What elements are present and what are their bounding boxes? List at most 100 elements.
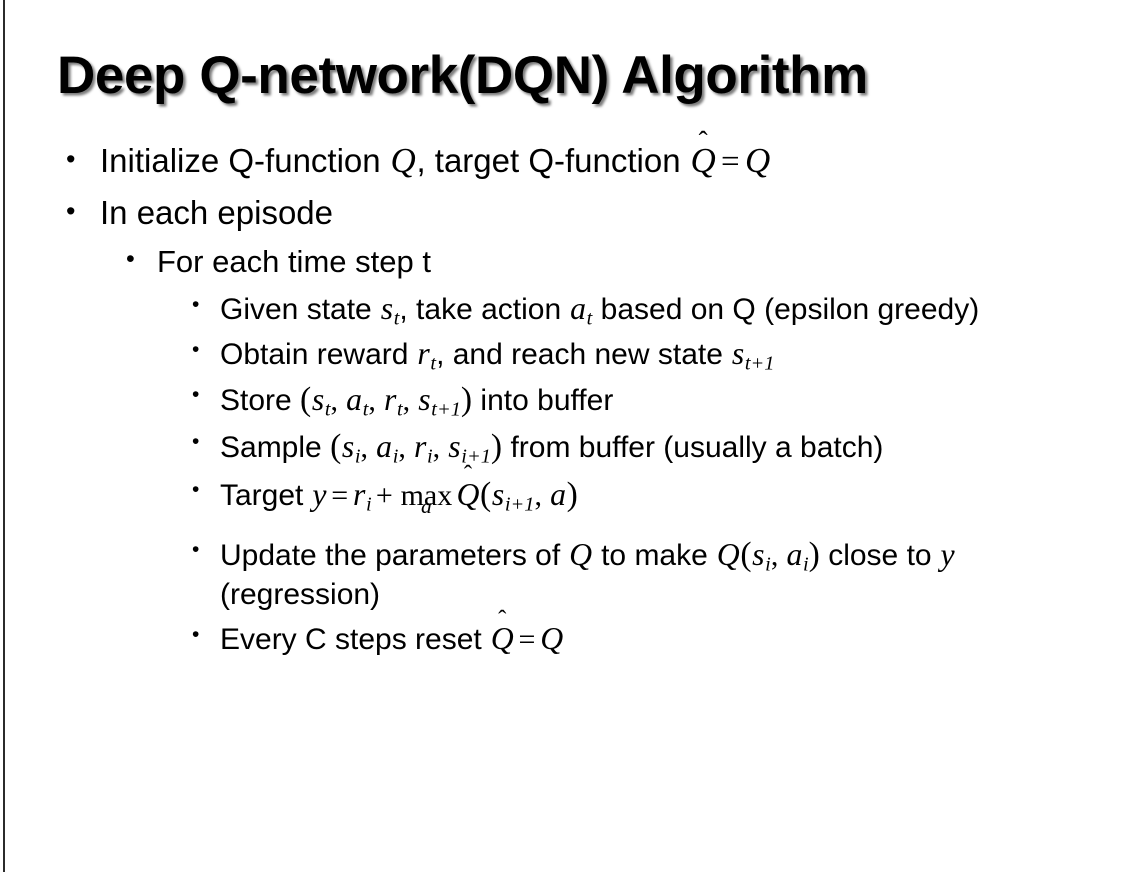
- bullet-text: Update the parameters of Q to make Q(si,…: [220, 534, 1094, 614]
- math-q-base: Q: [456, 476, 480, 512]
- bullet-obtain-reward: • Obtain reward rt, and reach new state …: [0, 334, 1124, 374]
- text-run: , and reach new state: [436, 337, 732, 371]
- text-run: from buffer (usually a batch): [502, 431, 884, 465]
- math-a1: a: [376, 429, 393, 465]
- text-run: into buffer: [472, 383, 614, 417]
- text-run: Sample: [220, 431, 331, 465]
- slide-left-border: [3, 0, 5, 872]
- bullet-reset-target-network: • Every C steps reset ̂Q=Q: [0, 619, 1124, 659]
- math-q-hat: ̂Q: [490, 619, 514, 659]
- bullet-for-each-time-step: • For each time step t: [0, 243, 1124, 281]
- math-q-hat: ̂Q: [456, 475, 480, 515]
- math-s2-subscript: i+1: [461, 445, 491, 468]
- math-comma: ,: [432, 431, 448, 465]
- math-s1: s: [311, 381, 325, 417]
- bullet-marker: •: [192, 292, 200, 316]
- text-run: based on Q (epsilon greedy): [592, 292, 980, 326]
- math-s1-subscript: i: [354, 445, 361, 468]
- bullet-text: For each time step t: [157, 243, 431, 279]
- bullet-marker: •: [192, 382, 200, 406]
- math-s1: s: [341, 429, 355, 465]
- bullet-marker: •: [66, 143, 76, 174]
- math-s: s: [731, 335, 745, 371]
- bullet-sample-batch: • Sample (si, ai, ri, si+1) from buffer …: [0, 426, 1124, 468]
- math-r-subscript: i: [366, 493, 372, 516]
- text-run: to make: [592, 538, 717, 572]
- math-a: a: [570, 290, 587, 326]
- math-s-subscript: t: [393, 307, 400, 330]
- math-r-subscript: t: [430, 352, 437, 375]
- text-run: Initialize Q-function: [100, 142, 390, 179]
- max-label: max: [400, 478, 453, 512]
- math-comma: ,: [330, 383, 346, 417]
- text-run: Target: [220, 478, 312, 512]
- text-run: , target Q-function: [416, 142, 690, 179]
- bullet-update-parameters: • Update the parameters of Q to make Q(s…: [0, 534, 1124, 614]
- bullet-marker: •: [66, 196, 76, 227]
- max-underscript: a: [421, 494, 432, 519]
- math-a1-subscript: i: [392, 445, 399, 468]
- bullet-in-each-episode: • In each episode: [0, 193, 1124, 233]
- math-q: Q: [390, 141, 416, 180]
- math-s2: s: [448, 429, 461, 465]
- math-s: s: [380, 290, 394, 326]
- math-a-subscript: i: [803, 553, 809, 576]
- bullet-marker: •: [192, 477, 200, 501]
- bullet-marker: •: [126, 245, 135, 274]
- text-run: close to: [819, 538, 940, 572]
- bullet-text: In each episode: [100, 193, 334, 231]
- math-q2: Q: [744, 141, 771, 180]
- math-comma: ,: [534, 478, 550, 512]
- page-title: Deep Q-network(DQN) Algorithm: [57, 46, 868, 105]
- math-close-paren: ): [490, 428, 503, 466]
- math-open-paren: (: [330, 428, 342, 466]
- math-s2-subscript: t+1: [431, 398, 461, 421]
- bullet-given-state: • Given state st, take action at based o…: [0, 289, 1124, 329]
- bullet-text: Initialize Q-function Q, target Q-functi…: [100, 140, 1084, 183]
- math-a: a: [786, 536, 803, 572]
- math-open-paren: (: [300, 380, 312, 418]
- text-run: Update the parameters of: [220, 538, 569, 572]
- math-r1-subscript: i: [427, 445, 433, 468]
- bullet-marker: •: [192, 623, 200, 647]
- math-close-paren: ): [566, 475, 578, 513]
- math-q-base: Q: [490, 620, 514, 656]
- math-s-subscript: t+1: [744, 352, 775, 375]
- math-s2: s: [418, 381, 431, 417]
- math-a1: a: [346, 381, 363, 417]
- math-s: s: [491, 476, 505, 512]
- bullet-marker: •: [192, 537, 200, 561]
- math-r1: r: [414, 429, 427, 465]
- math-r: r: [417, 335, 430, 371]
- text-run: Store: [220, 383, 301, 417]
- math-y: y: [312, 476, 327, 512]
- bullet-marker: •: [192, 430, 200, 454]
- bullet-text: Store (st, at, rt, st+1) into buffer: [220, 379, 1094, 421]
- bullet-target-y: • Target y=ri+maxâQ(si+1, a): [0, 474, 1124, 519]
- text-run: Every C steps reset: [220, 622, 491, 656]
- math-q2: Q: [716, 536, 740, 572]
- math-equals: =: [518, 622, 536, 656]
- math-a1-subscript: t: [362, 398, 369, 421]
- text-run: (regression): [220, 578, 381, 612]
- bullet-text: Every C steps reset ̂Q=Q: [220, 619, 1094, 659]
- bullet-marker: •: [192, 337, 200, 361]
- math-a-subscript: t: [586, 307, 593, 330]
- math-close-paren: ): [460, 380, 473, 418]
- bullet-text: Sample (si, ai, ri, si+1) from buffer (u…: [220, 426, 1094, 468]
- math-comma: ,: [398, 431, 414, 465]
- bullet-text: Obtain reward rt, and reach new state st…: [220, 334, 1094, 374]
- math-comma: ,: [770, 538, 786, 572]
- math-y: y: [940, 536, 955, 572]
- math-equals: =: [331, 478, 349, 512]
- bullet-text: Given state st, take action at based on …: [220, 289, 1094, 329]
- math-comma: ,: [368, 383, 384, 417]
- math-s1-subscript: t: [324, 398, 331, 421]
- math-r1-subscript: t: [396, 398, 403, 421]
- math-a: a: [550, 476, 567, 512]
- math-comma: ,: [402, 383, 418, 417]
- math-plus: +: [375, 478, 393, 512]
- math-q-hat: ̂Q: [690, 140, 717, 183]
